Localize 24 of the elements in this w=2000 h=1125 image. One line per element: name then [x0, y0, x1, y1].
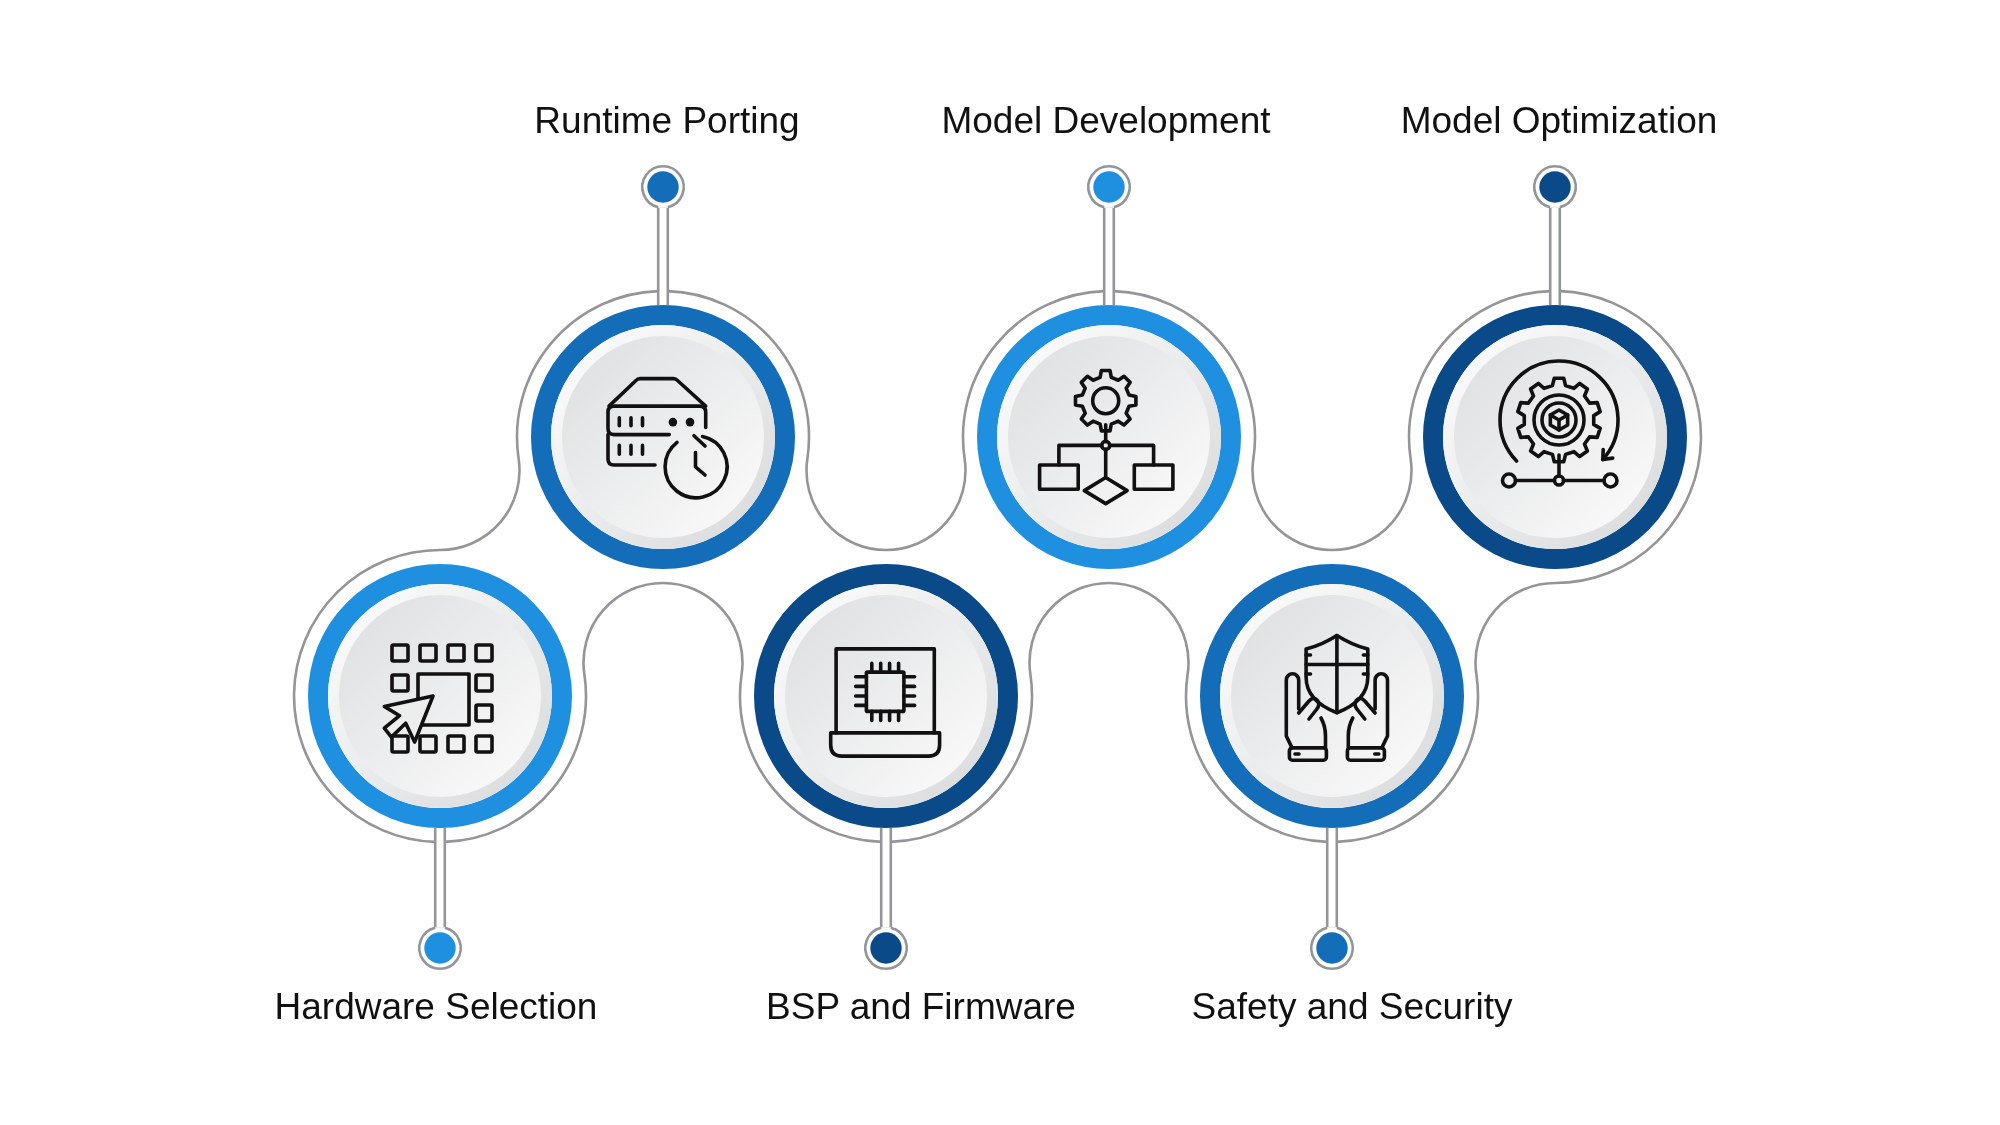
stem-connector	[1548, 207, 1562, 305]
timeline-dot	[418, 926, 462, 970]
step-circle	[1200, 564, 1464, 828]
timeline-dot	[864, 926, 908, 970]
timeline-dot	[641, 165, 685, 209]
stem-connector	[1325, 828, 1339, 928]
step-label: Model Optimization	[1400, 100, 1718, 143]
step-circle	[308, 564, 572, 828]
stem-connector	[433, 828, 447, 928]
stem-connector	[656, 207, 670, 305]
step-label: Safety and Security	[1191, 986, 1513, 1029]
stem-connector	[879, 828, 893, 928]
step-label: Hardware Selection	[274, 986, 598, 1029]
stem-connector	[1102, 207, 1116, 305]
step-circle	[1423, 305, 1687, 569]
step-circle	[977, 305, 1241, 569]
step-circle	[531, 305, 795, 569]
step-label: BSP and Firmware	[766, 986, 1076, 1029]
step-label: Model Development	[941, 100, 1271, 143]
timeline-dot	[1087, 165, 1131, 209]
step-label: Runtime Porting	[534, 100, 800, 143]
timeline-dot	[1310, 926, 1354, 970]
step-circle	[754, 564, 1018, 828]
timeline-dot	[1533, 165, 1577, 209]
